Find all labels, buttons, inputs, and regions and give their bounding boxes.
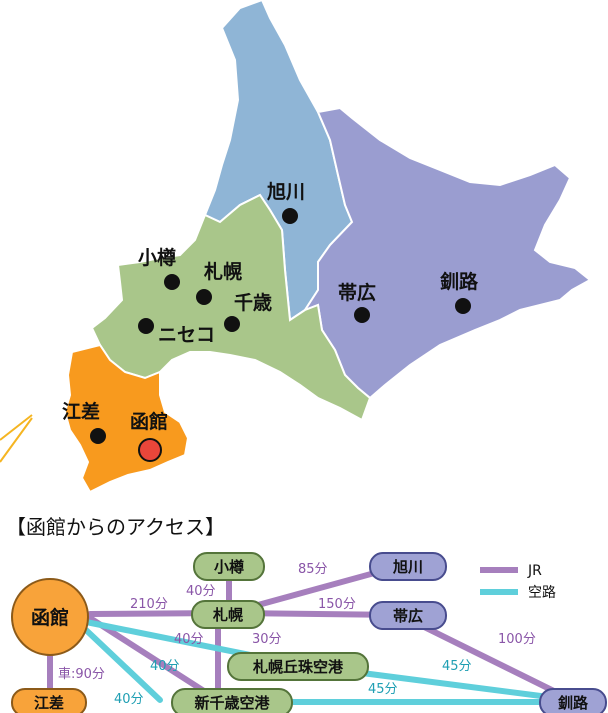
- node-obihiro: [369, 601, 447, 630]
- time-hakodate-esashi: 車:90分: [58, 667, 105, 682]
- label-hakodate: 函館: [130, 410, 168, 433]
- time-hakodate-sapporo: 210分: [130, 597, 168, 612]
- time-sapporo-obihiro: 150分: [318, 597, 356, 612]
- label-sapporo: 札幌: [203, 260, 242, 283]
- node-okadama-label: 札幌丘珠空港: [252, 658, 344, 676]
- label-niseko: ニセコ: [158, 324, 215, 346]
- node-kushiro: [539, 688, 607, 713]
- node-otaru-label: 小樽: [214, 558, 244, 576]
- legend-jr-label: JR: [527, 563, 542, 579]
- label-kushiro: 釧路: [440, 270, 479, 293]
- time-sapporo-asahikawa: 85分: [298, 562, 328, 577]
- marker-esashi: [90, 428, 106, 444]
- node-asahikawa: [369, 552, 447, 581]
- label-esashi: 江差: [62, 400, 100, 423]
- marker-asahikawa: [282, 208, 298, 224]
- pointer-lines: [0, 414, 33, 463]
- time-otaru-sapporo: 40分: [186, 584, 216, 599]
- node-sapporo: [191, 600, 265, 629]
- marker-niseko: [138, 318, 154, 334]
- marker-otaru: [164, 274, 180, 290]
- node-kushiro-label: 釧路: [558, 694, 589, 712]
- marker-hakodate: [138, 438, 162, 462]
- node-hakodate-label: 函館: [31, 606, 69, 629]
- node-esashi: [11, 688, 87, 713]
- node-asahikawa-label: 旭川: [392, 558, 423, 576]
- marker-obihiro: [354, 307, 370, 323]
- node-obihiro-label: 帯広: [393, 607, 423, 625]
- time-hakodate-newchitose-jr: 40分: [174, 632, 204, 647]
- time-sapporo-newchitose: 30分: [252, 632, 282, 647]
- node-sapporo-label: 札幌: [212, 606, 243, 624]
- node-otaru: [193, 552, 265, 581]
- access-title: 【函館からのアクセス】: [6, 515, 225, 539]
- marker-sapporo: [196, 289, 212, 305]
- time-hakodate-newchitose-air: 40分: [114, 692, 144, 707]
- label-otaru: 小樽: [138, 246, 176, 269]
- region-central: [90, 193, 372, 422]
- node-esashi-label: 江差: [34, 694, 64, 712]
- node-new-chitose: [171, 688, 293, 713]
- node-new-chitose-label: 新千歳空港: [194, 694, 270, 712]
- time-hakodate-okadama: 40分: [150, 659, 180, 674]
- region-east: [302, 106, 592, 400]
- node-okadama: [227, 652, 369, 681]
- label-obihiro: 帯広: [338, 281, 376, 304]
- legend-air-label: 空路: [528, 585, 556, 601]
- time-obihiro-kushiro: 100分: [498, 632, 536, 647]
- time-newchitose-kushiro: 45分: [368, 682, 398, 697]
- node-hakodate: [11, 578, 89, 656]
- label-chitose: 千歳: [234, 292, 272, 314]
- time-okadama-kushiro: 45分: [442, 659, 472, 674]
- marker-chitose: [224, 316, 240, 332]
- marker-kushiro: [455, 298, 471, 314]
- label-asahikawa: 旭川: [266, 181, 305, 203]
